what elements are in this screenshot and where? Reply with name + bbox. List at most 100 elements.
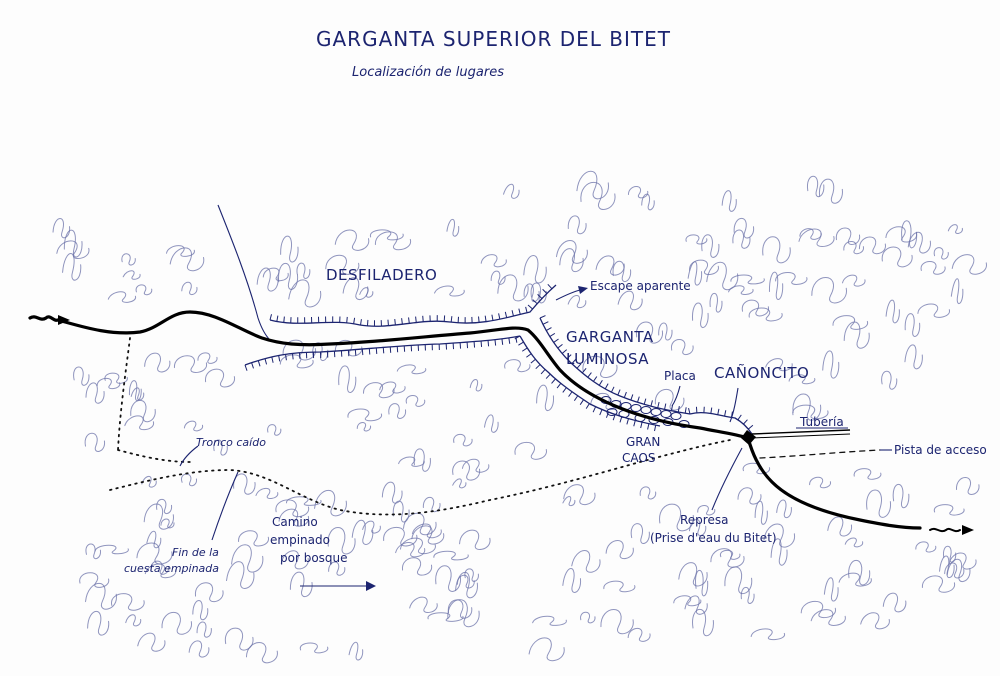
boulder (640, 406, 652, 414)
label-placa: Placa (664, 369, 696, 383)
terrain-scribble (296, 262, 311, 279)
terrain-scribble (433, 550, 469, 561)
terrain-scribble (434, 285, 465, 297)
terrain-scribble (627, 627, 651, 642)
terrain-scribble (810, 609, 846, 626)
rim-tick (353, 317, 356, 324)
terrain-scribble (697, 504, 716, 516)
rim-tick (494, 339, 497, 346)
terrain-scribble (733, 217, 754, 239)
terrain-scribble (56, 240, 90, 259)
terrain-scribbles (52, 170, 987, 664)
terrain-scribble (231, 544, 264, 573)
terrain-scribble (881, 246, 913, 268)
rim-tick (617, 389, 621, 396)
terrain-scribble (523, 283, 540, 303)
terrain-scribble (124, 415, 154, 431)
terrain-scribble (858, 236, 886, 255)
terrain-scribble (562, 568, 581, 593)
terrain-scribble (94, 544, 129, 555)
represa-leader (711, 447, 743, 511)
inflow-arrowhead (58, 315, 70, 325)
terrain-scribble (724, 566, 753, 595)
boulder (606, 408, 618, 416)
rim-tick (498, 313, 501, 320)
rim-tick (285, 354, 287, 361)
terrain-scribble (383, 526, 418, 547)
terrain-scribble (742, 462, 770, 475)
rim-tick (657, 401, 660, 409)
label-garganta-2: LUMINOSA (566, 350, 649, 368)
terrain-scribble (334, 229, 370, 251)
terrain-scribble (146, 530, 162, 549)
terrain-scribble (600, 609, 634, 635)
terrain-scribble (799, 228, 822, 240)
terrain-scribble (678, 562, 708, 587)
boulder (670, 412, 682, 420)
rim-tick (633, 420, 636, 427)
label-garganta-1: GARGANTA (566, 328, 654, 346)
terrain-scribble (528, 637, 565, 662)
terrain-scribble (96, 377, 121, 390)
terrain-scribble (770, 538, 788, 566)
terrain-scribble (947, 224, 963, 234)
rim-tick (251, 362, 254, 369)
terrain-scribble (181, 281, 198, 296)
terrain-scribble (907, 231, 931, 254)
terrain-scribble (446, 218, 460, 237)
trail-branch (117, 449, 191, 463)
terrain-scribble (556, 240, 588, 264)
terrain-scribble (459, 529, 491, 550)
terrain-scribble (807, 175, 825, 198)
terrain-scribble (842, 274, 866, 287)
terrain-scribble (130, 400, 156, 423)
terrain-scribble (701, 234, 720, 258)
terrain-scribble (267, 424, 282, 436)
rim-tick (291, 353, 294, 360)
terrain-scribble (85, 543, 101, 560)
terrain-scribble (504, 359, 531, 373)
terrain-scribble (156, 498, 172, 515)
terrain-scribble (811, 276, 847, 304)
terrain-scribble (571, 550, 601, 573)
terrain-scribble (832, 315, 868, 330)
rim-tick (688, 408, 691, 415)
canoncito-rim (689, 412, 753, 435)
terrain-scribble (809, 476, 831, 489)
terrain-scribble (673, 595, 702, 607)
rim-tick (551, 378, 556, 384)
terrain-scribble (409, 596, 438, 613)
terrain-scribble (107, 291, 136, 303)
terrain-scribble (843, 240, 864, 255)
rim-tick (587, 372, 592, 378)
terrain-scribble (469, 379, 483, 392)
terrain-scribble (641, 193, 655, 211)
terrain-scribble (580, 181, 616, 210)
rim-ticks (244, 283, 754, 432)
terrain-scribble (362, 520, 381, 534)
rim-tick (525, 306, 528, 313)
terrain-scribble (280, 235, 299, 263)
terrain-scribble (262, 267, 289, 282)
terrain-scribble (342, 277, 369, 300)
terrain-scribble (567, 295, 587, 309)
rim-tick (623, 391, 627, 398)
terrain-scribble (827, 516, 852, 537)
rim-tick (576, 363, 582, 369)
rim-tick (677, 406, 680, 413)
river-outflow-squiggle (929, 527, 961, 533)
river-bitet (56, 310, 922, 530)
terrain-scribble (684, 595, 708, 615)
rim-tick (654, 425, 657, 432)
tronco-leader (179, 445, 199, 467)
terrain-scribble (452, 478, 467, 489)
boulder (650, 408, 662, 416)
label-caos: CAOS (622, 451, 655, 465)
terrain-scribble (135, 284, 153, 296)
rim-tick (415, 316, 417, 323)
terrain-scribble (694, 569, 709, 597)
rim-tick (604, 383, 609, 390)
rim-tick (518, 341, 524, 346)
terrain-scribble (370, 229, 404, 241)
rim-tick (422, 315, 424, 322)
